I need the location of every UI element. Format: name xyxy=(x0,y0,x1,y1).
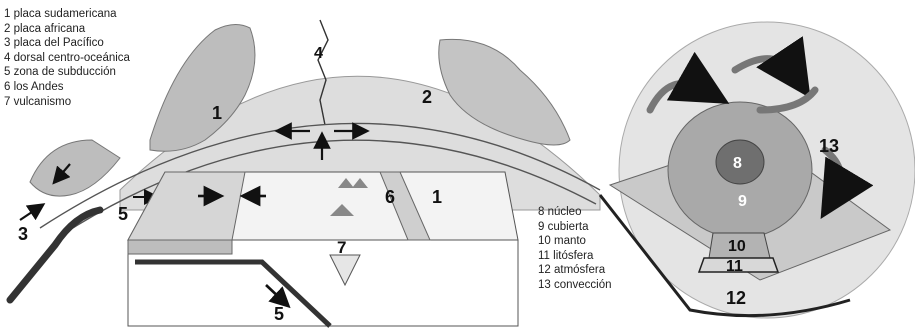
earth-cutaway xyxy=(600,22,915,318)
legend-item: 13 convección xyxy=(538,278,612,293)
marker-6: 6 xyxy=(385,187,395,207)
legend-item: 8 núcleo xyxy=(538,205,612,220)
marker-10: 10 xyxy=(728,238,746,255)
legend-right: 8 núcleo 9 cubierta 10 manto 11 litósfer… xyxy=(538,205,612,293)
legend-item: 10 manto xyxy=(538,234,612,249)
marker-7: 7 xyxy=(337,238,346,257)
legend-item: 7 vulcanismo xyxy=(4,95,130,110)
subduction-block-inset xyxy=(128,172,518,326)
marker-9: 9 xyxy=(738,193,747,210)
marker-2: 2 xyxy=(422,87,432,107)
legend-item: 9 cubierta xyxy=(538,220,612,235)
legend-item: 12 atmósfera xyxy=(538,263,612,278)
legend-item: 5 zona de subducción xyxy=(4,65,130,80)
marker-3: 3 xyxy=(18,224,28,244)
marker-1b: 1 xyxy=(432,187,442,207)
legend-item: 3 placa del Pacífico xyxy=(4,36,130,51)
legend-left: 1 placa sudamericana 2 placa africana 3 … xyxy=(4,7,130,109)
legend-item: 4 dorsal centro-oceánica xyxy=(4,51,130,66)
marker-11: 11 xyxy=(726,258,743,275)
marker-12: 12 xyxy=(726,288,746,308)
marker-8: 8 xyxy=(733,155,742,172)
marker-1a: 1 xyxy=(212,103,222,123)
legend-item: 2 placa africana xyxy=(4,22,130,37)
legend-item: 11 litósfera xyxy=(538,249,612,264)
marker-13: 13 xyxy=(819,136,839,156)
marker-5a: 5 xyxy=(118,204,128,224)
legend-item: 6 los Andes xyxy=(4,80,130,95)
marker-4: 4 xyxy=(314,45,323,62)
left-coast-landmass xyxy=(30,140,120,196)
legend-item: 1 placa sudamericana xyxy=(4,7,130,22)
ocean-plate-front xyxy=(128,240,232,254)
marker-5b: 5 xyxy=(274,304,284,324)
subduction-arrow-left xyxy=(20,208,38,220)
